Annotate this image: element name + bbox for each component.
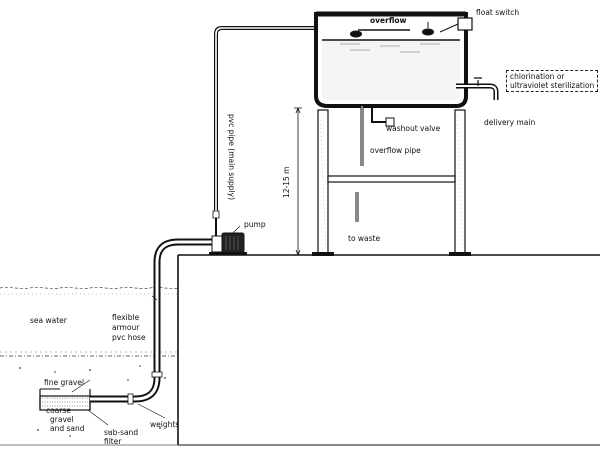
coarse-gravel-label-line-2: gravel <box>50 415 74 424</box>
float-switch-label: float switch <box>476 8 520 17</box>
pvc-main-supply-pipe <box>214 26 316 211</box>
sea-bed <box>0 351 178 446</box>
sub-sand-filter <box>39 388 91 411</box>
weight-clamp-1 <box>127 393 134 405</box>
float-switch <box>439 17 473 33</box>
sea-water-label: sea water <box>30 316 67 325</box>
overflow-device <box>350 22 434 38</box>
overflow-pipe-label: overflow pipe <box>370 146 421 155</box>
weight-clamp-2 <box>151 371 163 378</box>
washout-valve-label: washout valve <box>386 124 441 133</box>
coarse-gravel-label-line-1: coarse <box>46 406 71 415</box>
sub-sand-filter-label-line-1: sub-sand <box>104 428 139 437</box>
leader-lines <box>71 225 241 426</box>
sterilization-label-box: chlorination or ultraviolet sterilizatio… <box>506 70 599 92</box>
height-label: 12-15 m <box>282 166 291 198</box>
pvc-pipe-label: pvc pipe (main supply) <box>227 114 236 200</box>
fine-gravel-label: fine gravel <box>44 378 85 387</box>
water-tank <box>314 11 468 108</box>
flexible-hose-label-line-3: pvc hose <box>112 333 146 342</box>
washout-valve <box>371 106 395 127</box>
pump <box>209 210 247 255</box>
coarse-gravel-label-line-3: and sand <box>50 424 85 433</box>
sterilization-line-1: chlorination or <box>510 72 565 81</box>
sub-sand-filter-label-line-2: filter <box>104 437 122 446</box>
flexible-hose <box>90 238 212 405</box>
flexible-hose-label-line-2: armour <box>112 323 140 332</box>
tower-structure <box>312 109 471 256</box>
delivery-main-label: delivery main <box>484 118 536 127</box>
weights-label: weights <box>150 420 180 429</box>
flexible-hose-label-line-1: flexible <box>112 313 140 322</box>
sterilization-line-2: ultraviolet sterilization <box>510 81 595 90</box>
overflow-pipe <box>355 106 364 222</box>
height-dimension <box>294 107 302 256</box>
pump-label: pump <box>244 220 266 229</box>
sea-surface-line <box>0 287 179 295</box>
shore-ground <box>177 254 600 446</box>
to-waste-label: to waste <box>348 234 381 243</box>
overflow-label: overflow <box>370 16 407 25</box>
delivery-main-pipe <box>456 77 499 100</box>
